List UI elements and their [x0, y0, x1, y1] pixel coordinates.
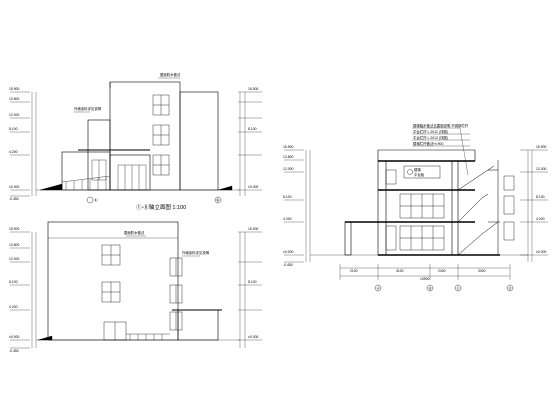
section-text: 楼梯踏步做法见建施说明 不锈钢栏杆 平台栏杆 L.2012 (详图) 平台栏杆 … — [283, 123, 546, 291]
front-level-lines — [10, 91, 262, 197]
section-note-4: 楼梯栏杆做法H=900 — [413, 141, 444, 146]
rear-railing — [37, 333, 170, 341]
rear-roof-note: 屋面防水做法 — [124, 230, 145, 235]
section-level-label: 8.100 — [536, 195, 545, 199]
section-leaders — [412, 127, 470, 176]
rear-level-label: 8.100 — [9, 280, 18, 284]
section-sign-label: 楼梯 — [414, 167, 421, 172]
rear-wall-note: 外墙涂料详见说明 — [182, 250, 210, 255]
section-note-3: 平台栏杆 L.2012 (详图) — [413, 135, 448, 140]
section-dim-1: 2100 — [350, 269, 358, 273]
front-level-label: 4.200 — [9, 150, 18, 154]
section-sign-sub: 平台板 — [414, 172, 425, 177]
front-window-strip — [152, 94, 170, 176]
section-dim-3: 2400 — [438, 269, 446, 273]
rear-level-label: -0.450 — [9, 349, 19, 353]
front-level-label: 8.100 — [248, 127, 257, 131]
section-dimensions — [339, 264, 511, 280]
front-roof-note: 屋面防水做法 — [160, 72, 181, 77]
section-level-label: 12.000 — [283, 167, 293, 171]
section-stair — [457, 160, 500, 256]
section-level-label: 13.800 — [283, 155, 293, 159]
section-level-label: ±0.000 — [536, 250, 546, 254]
front-elevation — [10, 77, 262, 204]
section-note-2: 平台栏杆 L.2012 (详图) — [413, 129, 448, 134]
section-level-label: 4.200 — [536, 217, 545, 221]
section-level-label: -0.450 — [283, 263, 293, 267]
front-level-label: 8.100 — [9, 127, 18, 131]
front-level-label: ±0.000 — [9, 185, 19, 189]
front-level-label: 13.800 — [9, 97, 19, 101]
section-axis-d: Ⓓ — [509, 286, 513, 291]
front-axis-left: ① — [94, 198, 98, 203]
section-axis-b: Ⓑ — [429, 286, 433, 291]
rear-level-label: 12.000 — [9, 257, 19, 261]
rear-level-label: 15.900 — [248, 227, 258, 231]
rear-level-label: ±0.000 — [248, 335, 258, 339]
section-level-label: 4.200 — [283, 217, 292, 221]
section-level-label: 15.900 — [536, 145, 546, 149]
section-axis-c: Ⓒ — [457, 286, 461, 291]
front-axis-right: ⑥ — [216, 198, 220, 203]
front-elevation-title: ①-⑥轴立面图 1:100 — [136, 203, 186, 211]
section-level-label: ±0.000 — [283, 250, 293, 254]
section-axis-circles — [374, 284, 514, 292]
building-section — [284, 127, 548, 292]
section-dim-2: 3100 — [396, 269, 404, 273]
rear-level-label: ±0.000 — [9, 335, 19, 339]
front-level-label: 12.000 — [9, 113, 19, 117]
front-storefront — [91, 159, 147, 191]
section-level-label: 8.100 — [283, 195, 292, 199]
section-slabs — [345, 160, 500, 256]
rear-level-label: 13.800 — [9, 243, 19, 247]
front-elevation-text: ① ⑥ ①-⑥轴立面图 1:100 屋面防水做法 外墙涂料详见说明 15.900… — [9, 72, 258, 211]
front-wall-note: 外墙涂料详见说明 — [74, 106, 102, 111]
front-level-label: -0.450 — [9, 197, 19, 201]
rear-level-label: 8.100 — [248, 280, 257, 284]
section-level-label: 15.900 — [283, 145, 293, 149]
section-axis-a: Ⓐ — [377, 286, 381, 291]
section-note-1: 楼梯踏步做法见建施说明 不锈钢栏杆 — [413, 123, 469, 128]
front-level-label: 15.900 — [9, 87, 19, 91]
section-windows — [385, 169, 515, 251]
rear-level-label: 15.900 — [9, 227, 19, 231]
rear-elevation-text: 屋面防水做法 外墙涂料详见说明 15.900 13.800 12.000 8.1… — [9, 227, 258, 353]
rear-elevation — [10, 221, 262, 349]
rear-level-label: 4.200 — [9, 305, 18, 309]
front-ramp-railing — [39, 175, 233, 191]
front-level-label: ±0.000 — [248, 185, 258, 189]
section-dim-overall: 10900 — [420, 277, 430, 281]
front-level-label: 15.900 — [248, 87, 258, 91]
section-level-label: 12.000 — [536, 167, 546, 171]
rear-window-strips — [101, 244, 183, 341]
section-dim-4: 3300 — [478, 269, 486, 273]
